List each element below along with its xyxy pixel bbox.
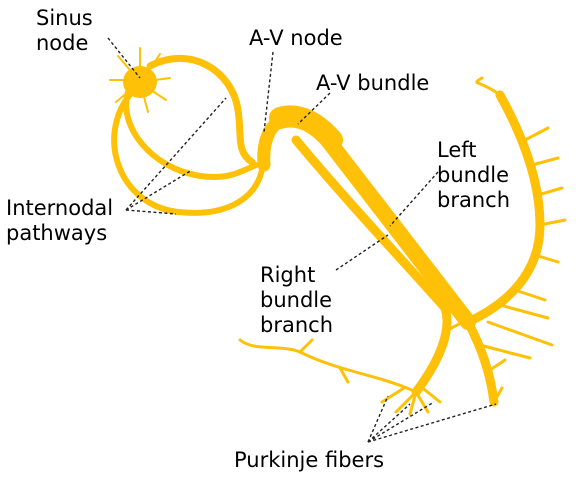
right-bundle-branch [291, 135, 452, 397]
label-internodal-pathways-line-1: Internodal [6, 196, 114, 220]
label-av-bundle-text: A-V bundle [316, 71, 430, 95]
label-right-bundle-branch: Right bundle branch [260, 263, 333, 338]
label-left-bundle-branch-line-2: bundle [437, 163, 510, 187]
label-sinus-node-line-2: node [36, 31, 89, 55]
leader-right-bundle-branch [335, 234, 389, 271]
label-sinus-node: Sinus node [36, 6, 93, 56]
leader-internodal-3 [125, 209, 177, 215]
leader-av-bundle [297, 92, 331, 125]
leader-purkinje-1 [367, 395, 389, 443]
leader-purkinje-4 [367, 403, 497, 443]
leader-purkinje-2 [367, 403, 411, 443]
leader-av-node [263, 51, 274, 133]
label-purkinje-fibers: Purkinje fibers [234, 448, 384, 473]
label-internodal-pathways-line-2: pathways [6, 221, 108, 245]
label-left-bundle-branch-line-1: Left [437, 138, 477, 162]
label-right-bundle-branch-line-2: bundle [260, 288, 333, 312]
purkinje-fibers [238, 76, 567, 416]
leader-internodal-1 [125, 97, 227, 211]
leader-purkinje-3 [367, 401, 435, 443]
label-right-bundle-branch-line-1: Right [260, 263, 316, 287]
label-left-bundle-branch-line-3: branch [437, 188, 510, 212]
sinus-node [109, 47, 171, 113]
label-sinus-node-line-1: Sinus [36, 6, 93, 30]
label-av-node: A-V node [249, 26, 343, 51]
leader-lines [107, 37, 497, 443]
label-right-bundle-branch-line-3: branch [260, 313, 333, 337]
leader-internodal-2 [125, 169, 193, 211]
label-av-bundle: A-V bundle [316, 71, 429, 96]
leader-left-bundle-branch [389, 171, 439, 227]
label-internodal-pathways: Internodal pathways [6, 196, 113, 246]
label-purkinje-fibers-text: Purkinje fibers [234, 448, 385, 472]
label-left-bundle-branch: Left bundle branch [437, 138, 510, 213]
label-av-node-text: A-V node [249, 26, 343, 50]
